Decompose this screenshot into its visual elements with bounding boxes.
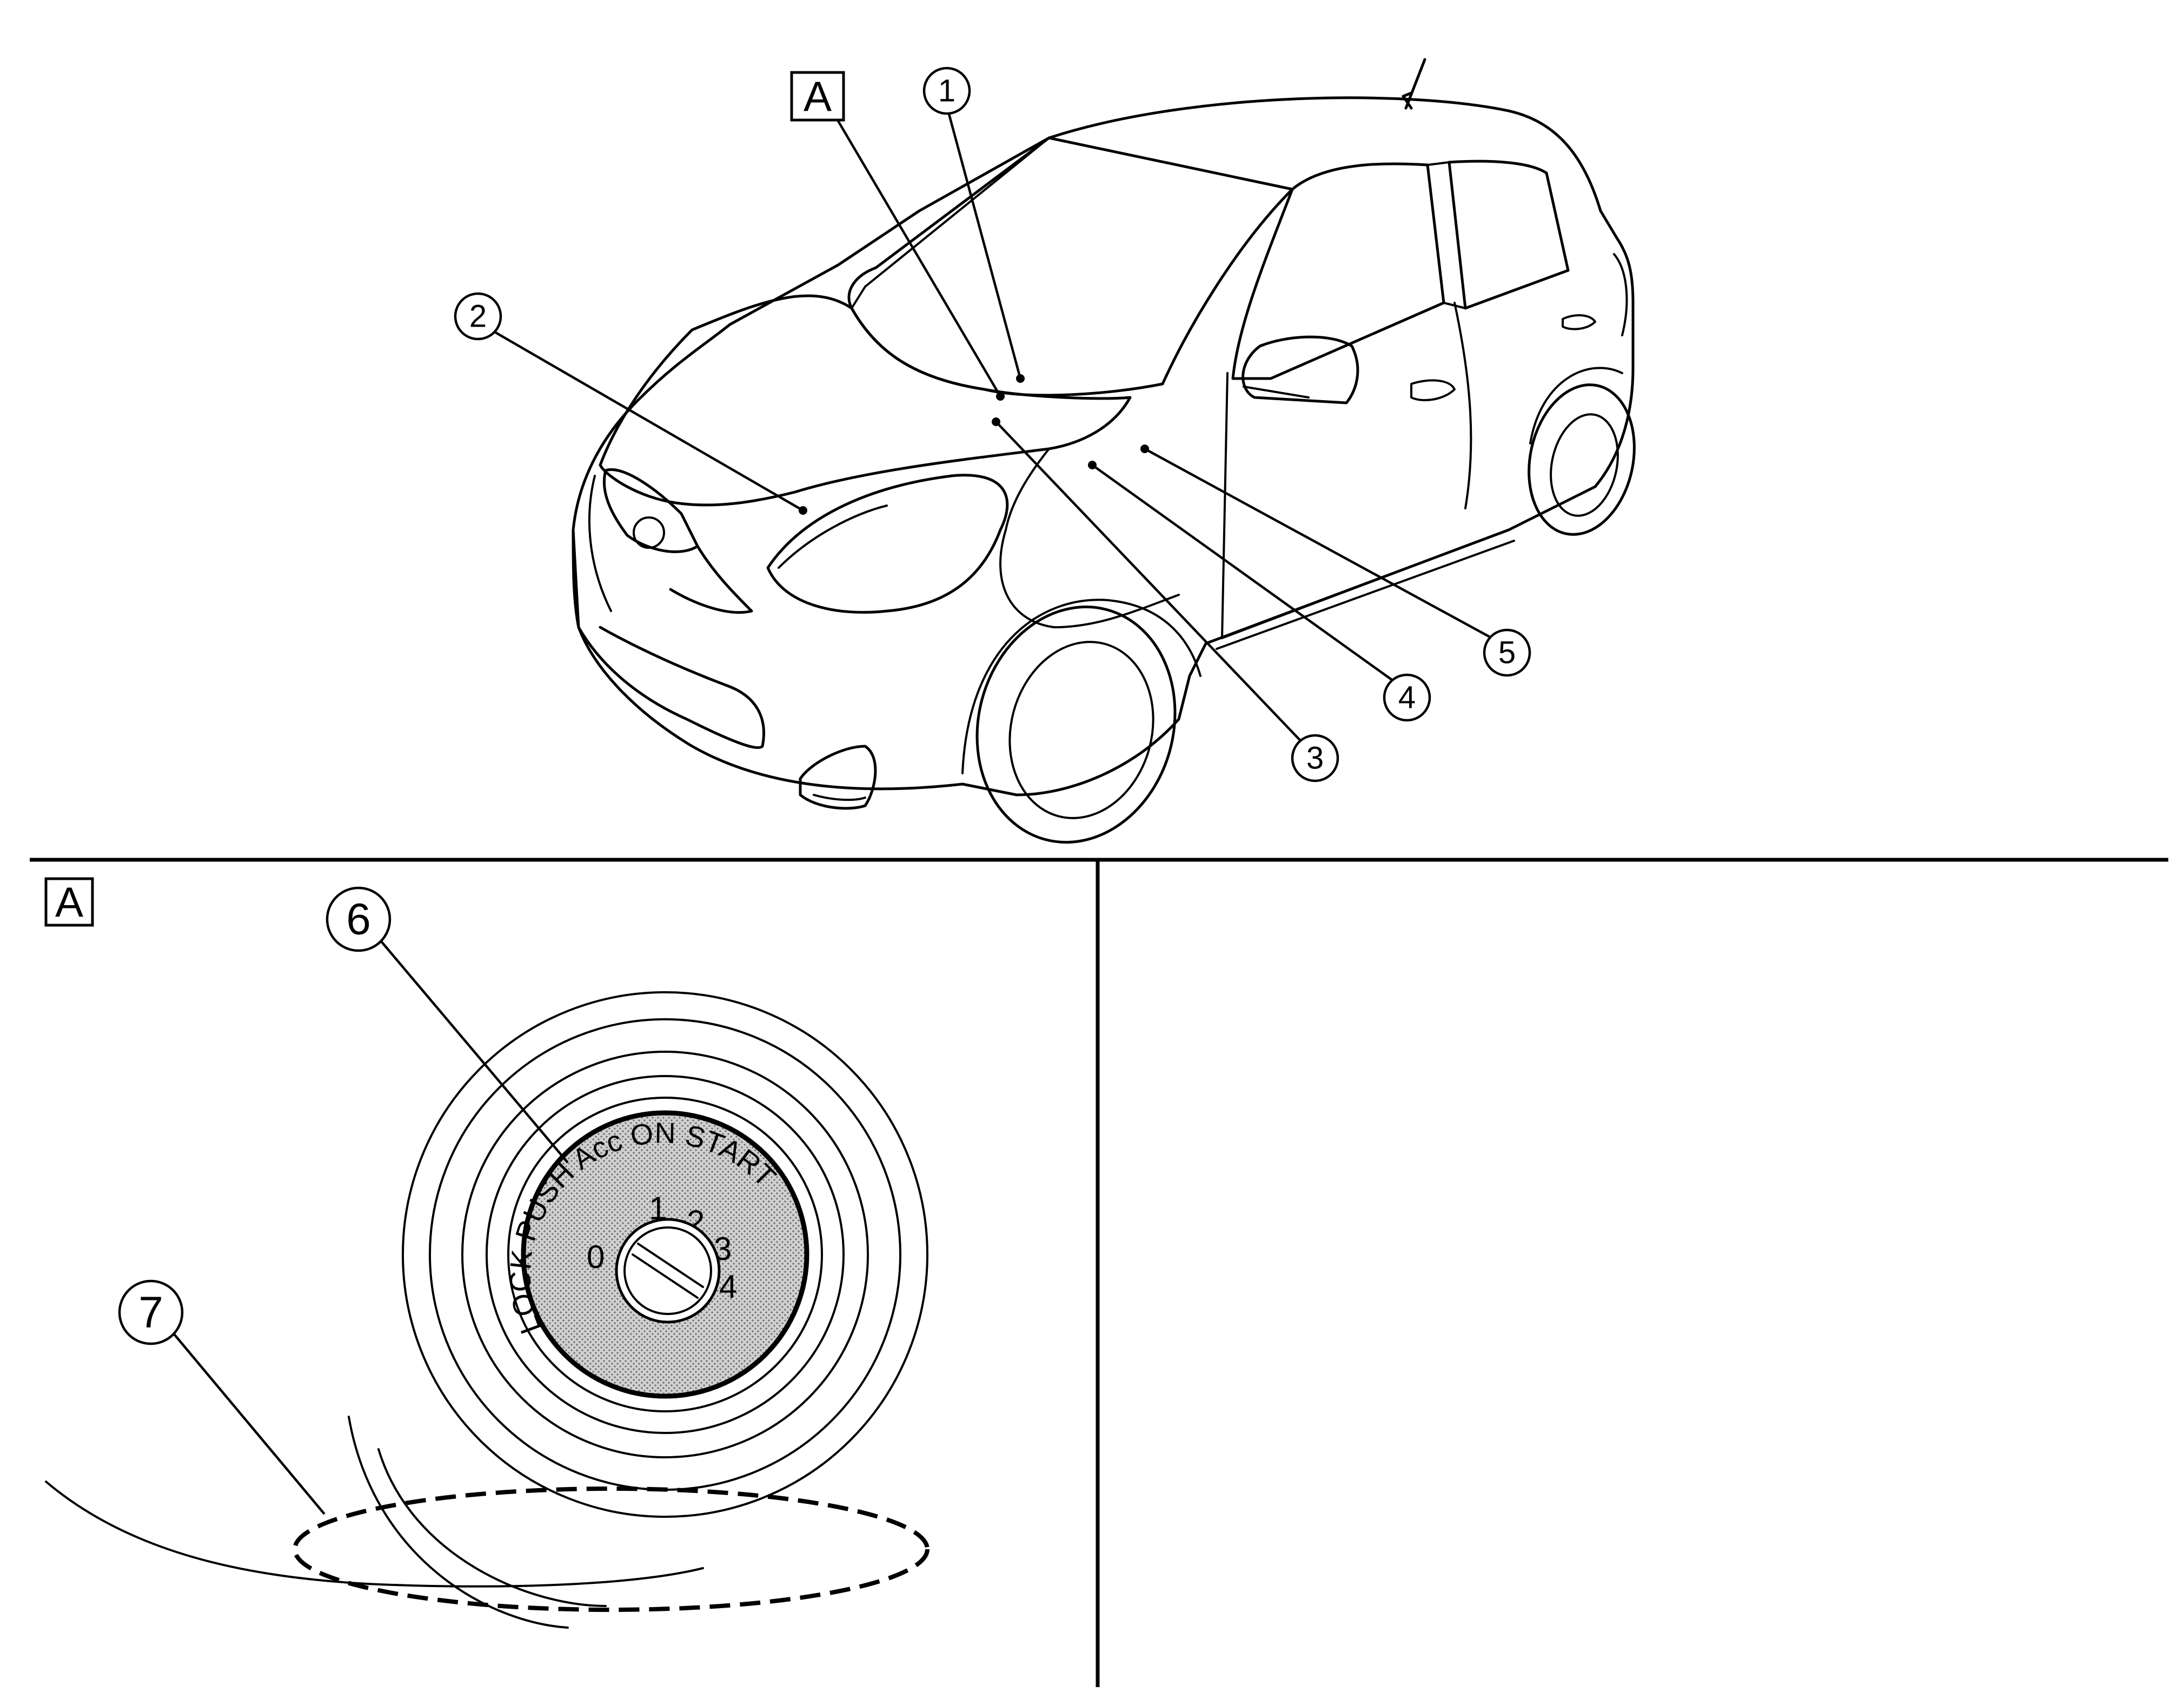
antenna xyxy=(1402,58,1426,110)
svg-text:5: 5 xyxy=(1498,635,1516,671)
body-outline xyxy=(572,96,1635,797)
top-view-leaders xyxy=(490,105,1493,746)
dashed-highlight-region xyxy=(293,1486,930,1612)
front-door-window xyxy=(1231,162,1445,380)
vehicle-illustration xyxy=(572,58,1636,844)
detail-ref-marker-top: A xyxy=(790,71,845,122)
key-slot-plug xyxy=(615,1218,721,1324)
callout-7-group: 7 xyxy=(118,1279,326,1515)
detail-ref-marker: A xyxy=(44,877,94,927)
push-switch-area xyxy=(45,1481,930,1612)
svg-text:6: 6 xyxy=(346,895,371,944)
front-wheel xyxy=(975,605,1177,844)
door-mirror xyxy=(1242,335,1359,404)
door-handle-rear xyxy=(1562,314,1596,330)
front-grille xyxy=(602,468,699,553)
position-4: 4 xyxy=(719,1269,737,1305)
callout-2: 2 xyxy=(454,292,502,341)
svg-text:4: 4 xyxy=(1398,680,1416,715)
callout-3: 3 xyxy=(1291,734,1339,782)
emblem xyxy=(633,516,665,549)
panel-frame xyxy=(30,858,2168,1687)
windshield xyxy=(847,136,1294,397)
svg-text:2: 2 xyxy=(469,299,487,334)
svg-text:A: A xyxy=(55,878,83,926)
headlamp xyxy=(766,474,1009,614)
position-0: 0 xyxy=(587,1239,605,1275)
callout-6-group: 6 xyxy=(326,886,569,1164)
front-bumper xyxy=(577,626,765,749)
door-handle-front xyxy=(1410,379,1456,401)
svg-text:A: A xyxy=(804,72,832,120)
svg-text:1: 1 xyxy=(938,74,955,109)
rear-wheel xyxy=(1528,383,1636,536)
fog-lamp xyxy=(799,745,877,810)
hood xyxy=(599,294,1132,507)
rear-door-window xyxy=(1448,160,1570,310)
callout-1: 1 xyxy=(922,67,971,115)
svg-text:3: 3 xyxy=(1306,741,1324,776)
ignition-key-cylinder: LOCK PUSH Acc ON START 0 1 2 3 4 xyxy=(504,1110,809,1399)
callout-5: 5 xyxy=(1483,628,1531,677)
callout-4: 4 xyxy=(1383,673,1431,722)
svg-text:7: 7 xyxy=(138,1288,163,1337)
